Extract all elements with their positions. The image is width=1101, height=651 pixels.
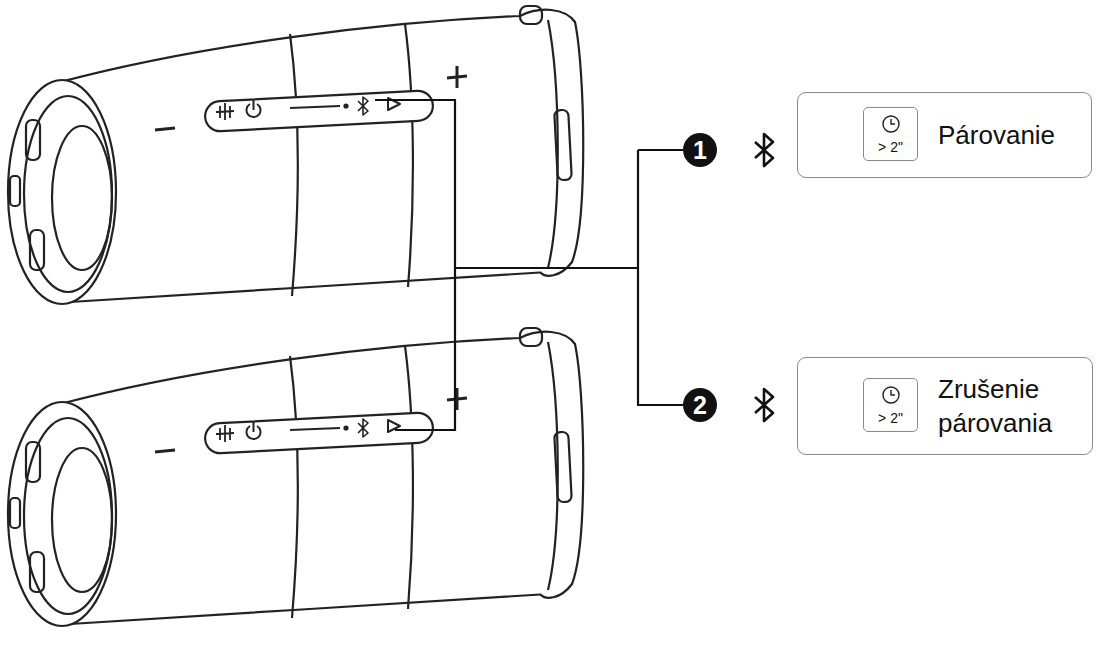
action-box: Zrušenie párovania > 2" bbox=[797, 357, 1093, 455]
duration-box: > 2" bbox=[863, 378, 918, 432]
action-box: Párovanie > 2" bbox=[797, 92, 1092, 178]
duration-text: > 2" bbox=[864, 139, 917, 155]
action-text: Zrušenie párovania bbox=[938, 372, 1078, 440]
clock-icon bbox=[881, 114, 901, 134]
duration-box: > 2" bbox=[863, 107, 918, 161]
callout-number: 2 bbox=[683, 388, 717, 422]
clock-icon bbox=[881, 385, 901, 405]
callout-number: 1 bbox=[683, 133, 717, 167]
action-text: Párovanie bbox=[938, 118, 1055, 152]
duration-text: > 2" bbox=[864, 410, 917, 426]
